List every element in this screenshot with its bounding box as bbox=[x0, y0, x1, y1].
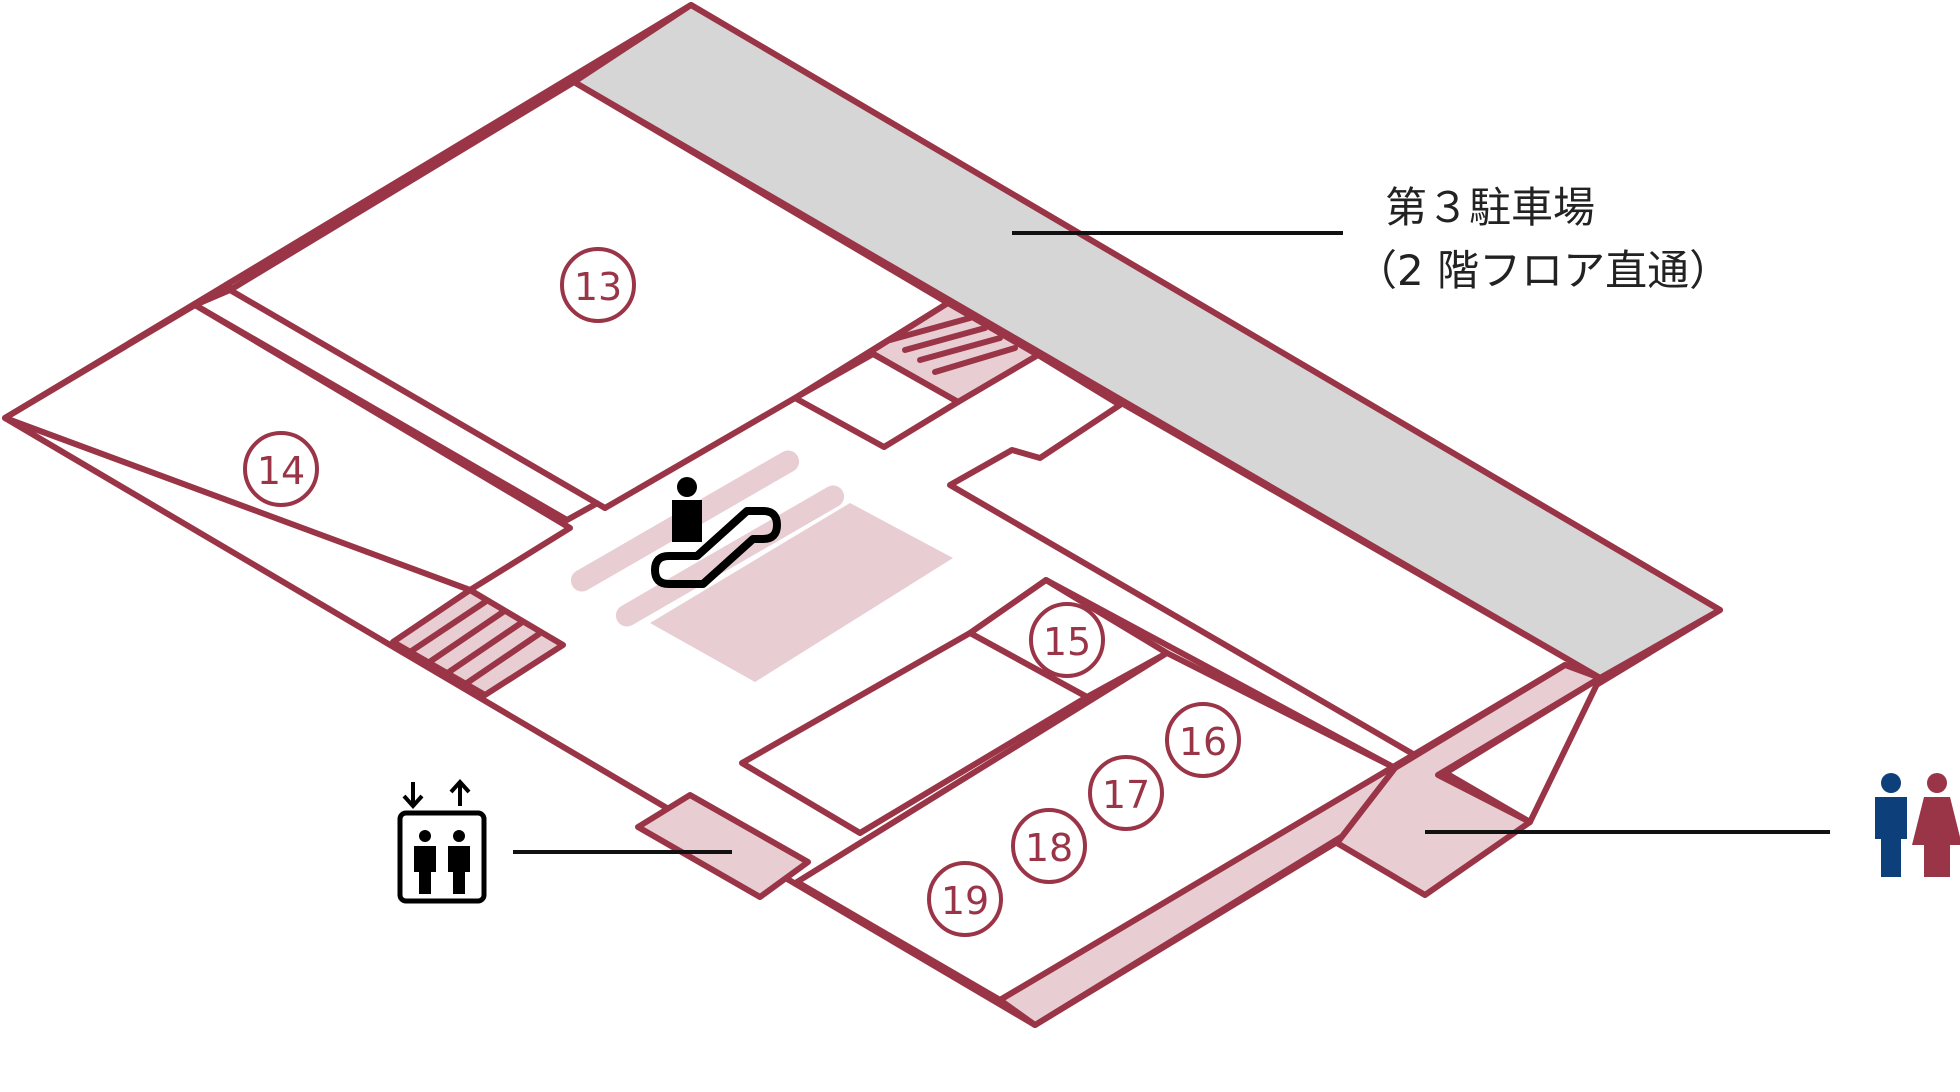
service-room bbox=[792, 351, 961, 450]
shop-badge-13[interactable]: 13 bbox=[560, 247, 636, 323]
restroom-area[interactable] bbox=[1334, 662, 1603, 898]
svg-text:19: 19 bbox=[941, 879, 989, 923]
svg-text:13: 13 bbox=[574, 265, 622, 309]
svg-text:15: 15 bbox=[1043, 620, 1091, 664]
stairs-west[interactable] bbox=[390, 587, 566, 698]
elevator-hall[interactable] bbox=[635, 792, 811, 900]
shop-badge-18[interactable]: 18 bbox=[1011, 808, 1087, 884]
svg-text:17: 17 bbox=[1102, 773, 1150, 817]
svg-text:16: 16 bbox=[1179, 720, 1227, 764]
shop-badge-14[interactable]: 14 bbox=[243, 431, 319, 507]
shop-badge-16[interactable]: 16 bbox=[1165, 702, 1241, 778]
elevator-icon[interactable] bbox=[397, 779, 487, 904]
escalator-icon[interactable] bbox=[651, 477, 781, 588]
svg-text:18: 18 bbox=[1025, 826, 1073, 870]
shop-badge-15[interactable]: 15 bbox=[1029, 602, 1105, 678]
shop-badge-19[interactable]: 19 bbox=[927, 861, 1003, 937]
shop-badge-17[interactable]: 17 bbox=[1088, 755, 1164, 831]
shops-center-block[interactable] bbox=[739, 630, 1090, 836]
parking-label-line2: （2 階フロア直通） bbox=[1355, 246, 1731, 295]
corridor-east bbox=[947, 352, 1603, 825]
escalator-well bbox=[650, 503, 953, 682]
svg-text:14: 14 bbox=[257, 449, 305, 493]
parking-label-line1: 第３駐車場 bbox=[1385, 183, 1595, 232]
restroom-icon[interactable] bbox=[1875, 773, 1960, 877]
